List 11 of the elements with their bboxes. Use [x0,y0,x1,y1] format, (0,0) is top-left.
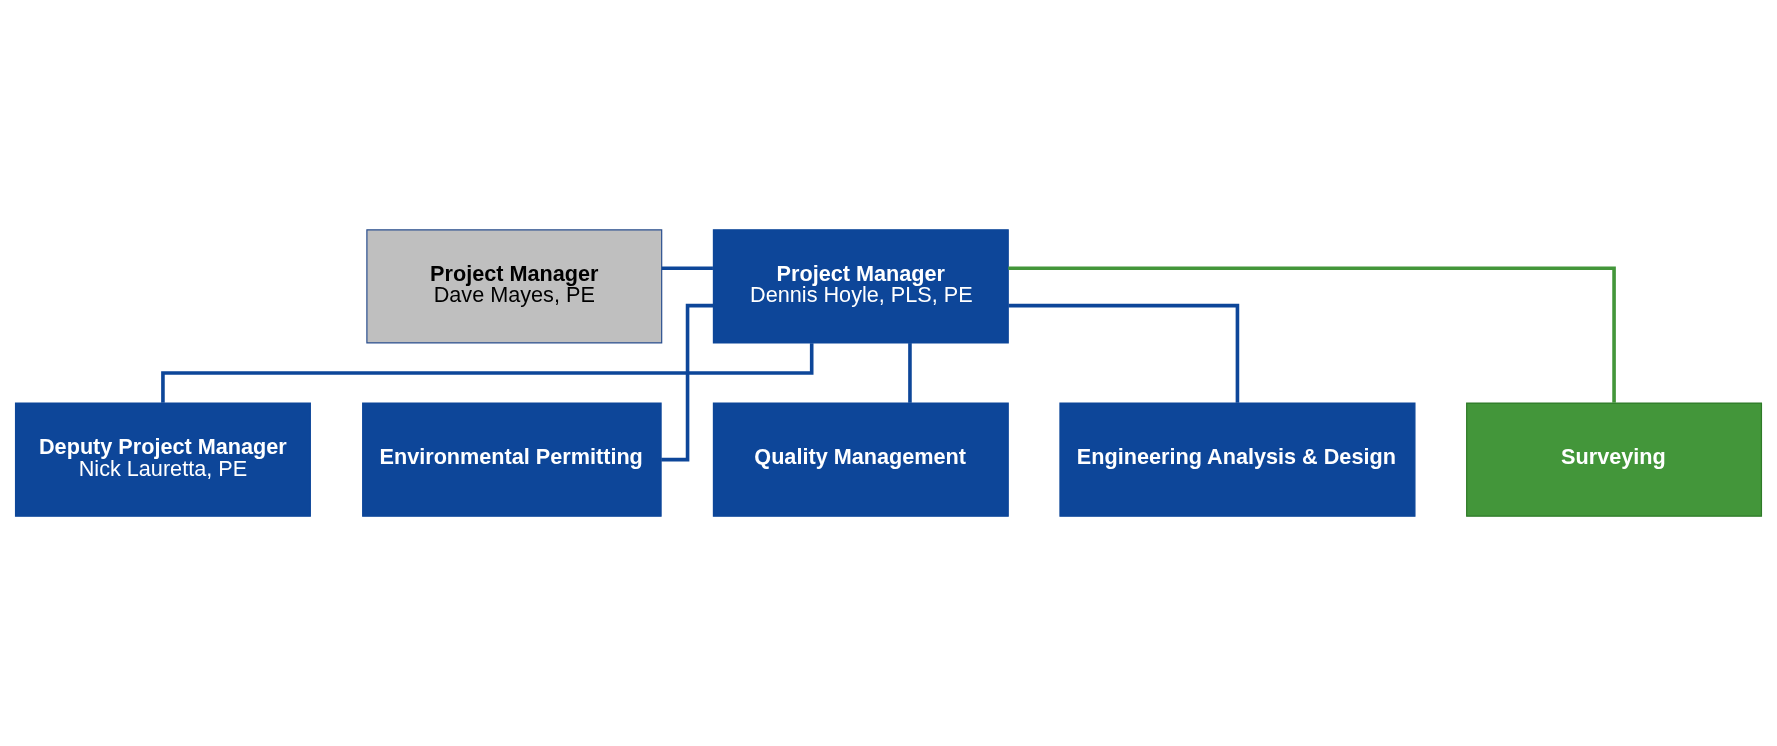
node-box: Deputy Project Manager Nick Lauretta, PE [14,402,311,517]
node-box: Project Manager Dennis Hoyle, PLS, PE [712,229,1009,344]
connector [908,343,912,403]
node-box: Quality Management [712,402,1009,517]
node-box: Surveying [1466,402,1763,517]
connector [1008,266,1616,403]
connector [1008,303,1240,403]
node-box: Engineering Analysis & Design [1059,402,1416,517]
node-box: Environmental Permitting [362,402,662,517]
node-box: Project Manager Dave Mayes, PE [366,229,663,344]
connector [661,266,713,271]
